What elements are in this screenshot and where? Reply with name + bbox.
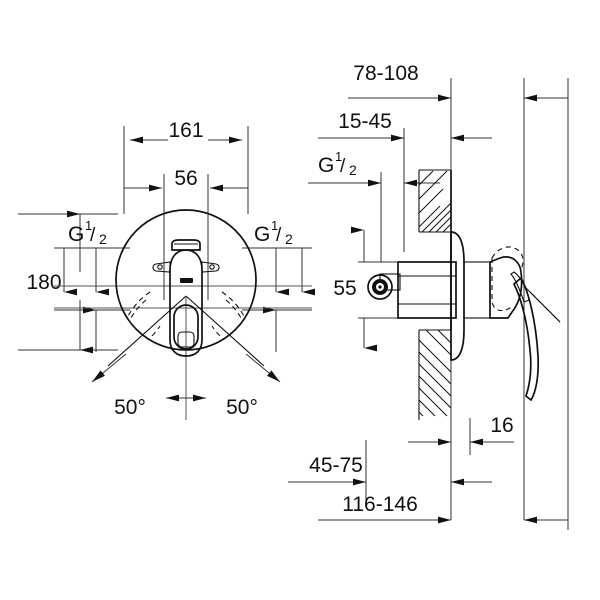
angle-right-label: 50° <box>226 396 258 419</box>
thread-callout-right: G 1 / 2 <box>254 218 315 296</box>
thread-callout-side-denominator: 2 <box>349 162 357 178</box>
dimension-15-45: 15-45 <box>318 110 492 142</box>
front-construction-lines <box>163 196 209 300</box>
angle-left-label: 50° <box>114 396 146 419</box>
thread-callout-side-numerator: 1 <box>335 149 342 164</box>
dimension-45-75: 45-75 <box>288 454 492 486</box>
thread-callout-left-slash: / <box>90 225 96 246</box>
thread-callout-side-g: G <box>318 154 334 177</box>
dimension-180-label: 180 <box>26 271 61 294</box>
angle-arc-center <box>166 296 206 420</box>
thread-callout-left-numerator: 1 <box>85 218 92 233</box>
dimension-161: 161 <box>130 119 242 144</box>
lever-side-profile <box>489 246 561 402</box>
thread-callout-right-g: G <box>254 223 270 246</box>
thread-callout-side-slash: / <box>340 156 346 177</box>
thread-callout-left: G 1 / 2 <box>63 218 107 296</box>
dimension-180: 180 <box>26 210 93 354</box>
dimension-56: 56 <box>124 167 248 192</box>
dimension-55: 55 <box>333 226 377 352</box>
inlet-axis-lines <box>54 285 312 309</box>
side-extension-lines <box>358 78 525 520</box>
thread-callout-right-numerator: 1 <box>271 218 278 233</box>
rough-in-body <box>367 261 457 319</box>
dimension-55-label: 55 <box>333 277 356 300</box>
dimension-116-146-label: 116-146 <box>342 493 418 516</box>
dimension-45-75-label: 45-75 <box>309 454 363 477</box>
dimension-16-label: 16 <box>490 414 513 437</box>
thread-callout-right-slash: / <box>276 225 282 246</box>
lever-handle-assembly <box>152 239 220 357</box>
dimension-56-label: 56 <box>174 167 197 190</box>
dimension-16: 16 <box>408 414 514 446</box>
dimension-116-146: 116-146 <box>318 493 568 524</box>
side-view: 78-108 15-45 G 1 / 2 55 <box>288 62 569 530</box>
thread-callout-right-denominator: 2 <box>285 231 293 247</box>
thread-callout-side: G 1 / 2 <box>308 149 440 187</box>
wall-section-lower <box>418 329 452 420</box>
dimension-161-label: 161 <box>168 119 203 142</box>
front-view: 161 56 180 G 1 / 2 <box>18 119 315 420</box>
thread-inlet-arrows <box>83 248 289 352</box>
thread-callout-left-denominator: 2 <box>99 231 107 247</box>
dimension-78-108: 78-108 <box>348 62 568 102</box>
angle-leaders <box>91 295 281 383</box>
dimension-78-108-label: 78-108 <box>353 62 418 85</box>
thread-callout-left-g: G <box>68 223 84 246</box>
dimension-15-45-label: 15-45 <box>338 110 392 133</box>
